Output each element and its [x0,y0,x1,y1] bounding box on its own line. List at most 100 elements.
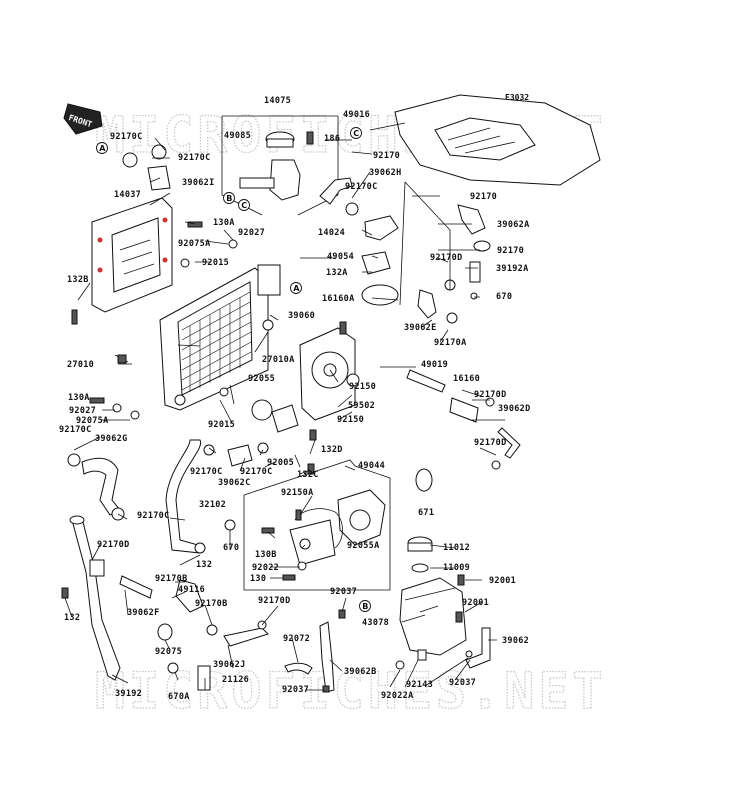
svg-text:A: A [293,284,300,293]
part-label: 39062D [498,404,531,414]
svg-text:B: B [226,194,232,203]
part-label: 49116 [178,585,205,595]
part-label: 39062E [404,323,437,333]
part-label: 92037 [449,678,476,688]
part-label: 39062 [502,636,529,646]
part-label: 27010A [262,355,295,365]
part-label: 39060 [288,311,315,321]
part-label: 92170C [345,182,378,192]
part-label: 11009 [443,563,470,573]
watermark-bottom: MICROFICHES.NET [95,662,607,720]
part-label: 14037 [114,190,141,200]
part-label: 92075A [178,239,211,249]
part-label: 92170 [497,246,524,256]
part-label: 92075A [76,416,109,426]
part-label: 92150 [337,415,364,425]
front-arrow-icon: FRONT [63,103,103,135]
part-label: 59502 [348,401,375,411]
callout-b-icon: B B [223,192,371,612]
part-label: 132B [67,275,89,285]
part-label: 130 [250,574,266,584]
part-label: 39192A [496,264,529,274]
pump-assembly-icon [243,459,433,591]
part-label: 21126 [222,675,249,685]
reservoir-tank-icon [395,536,491,670]
part-label: 39192 [115,689,142,699]
pipe-icon [61,515,179,681]
part-label: 16160 [453,374,480,384]
hose-icon [119,575,346,693]
part-label: 92170C [240,467,273,477]
part-label: 49016 [343,110,370,120]
part-label: 39062H [369,168,402,178]
part-label: 92001 [462,598,489,608]
part-label: 92170D [474,390,507,400]
part-label: 130B [255,550,277,560]
callout-c-icon: C C [238,127,362,211]
filler-assembly-icon [221,115,339,216]
part-labels: 14075 49016 49085 186 92170 92170C 92170… [59,96,531,702]
part-label: 92022A [381,691,414,701]
part-label: 132C [297,470,319,480]
part-label: 92027 [238,228,265,238]
fan-shroud-icon [91,197,173,313]
part-label: 92170D [258,596,291,606]
part-label: 92170D [474,438,507,448]
part-label: 132A [326,268,348,278]
hose-icon [67,439,269,554]
part-label: 670 [223,543,239,553]
part-label: 39062F [127,608,160,618]
part-label: 92170D [430,253,463,263]
part-label: 670A [168,692,190,702]
part-label: 132 [196,560,212,570]
part-label: 39062I [182,178,215,188]
part-label: 92170A [434,338,467,348]
ref-code: E3032 [505,93,529,102]
part-label: 92015 [202,258,229,268]
part-label: 671 [418,508,434,518]
part-label: 92143 [406,680,433,690]
part-label: 670 [496,292,512,302]
part-label: 92001 [489,576,516,586]
part-label: 14024 [318,228,345,238]
part-label: 32102 [199,500,226,510]
part-label: 92170C [178,153,211,163]
part-label: 92037 [282,685,309,695]
part-label: 92005 [267,458,294,468]
pipe-icon [406,369,521,470]
svg-text:A: A [99,144,106,153]
svg-text:C: C [353,129,359,138]
part-label: 92022 [252,563,279,573]
part-label: 39062C [218,478,251,488]
part-label: 92072 [283,634,310,644]
radiator-icon [114,264,281,411]
part-label: 92170C [110,132,143,142]
part-label: 92055 [248,374,275,384]
svg-text:B: B [362,602,368,611]
part-label: 130A [68,393,90,403]
part-label: 92170 [373,151,400,161]
part-label: 92170 [470,192,497,202]
part-label: 92150A [281,488,314,498]
part-label: 132 [64,613,80,623]
part-label: 92075 [155,647,182,657]
part-label: 39062A [497,220,530,230]
part-label: 16160A [322,294,355,304]
part-label: 43078 [362,618,389,628]
part-label: 14075 [264,96,291,106]
part-label: 132D [321,445,343,455]
part-label: 92150 [349,382,376,392]
part-label: 92170C [190,467,223,477]
bolt-icon [71,221,238,420]
part-label: 92015 [208,420,235,430]
part-label: 92027 [69,406,96,416]
part-label: 39062G [95,434,128,444]
part-label: 11012 [443,543,470,553]
part-label: 39062B [344,667,377,677]
part-label: 49054 [327,252,354,262]
part-label: 186 [324,134,340,144]
part-label: 92170C [59,425,92,435]
cover-part-icon [369,94,601,186]
part-label: 92170B [155,574,188,584]
